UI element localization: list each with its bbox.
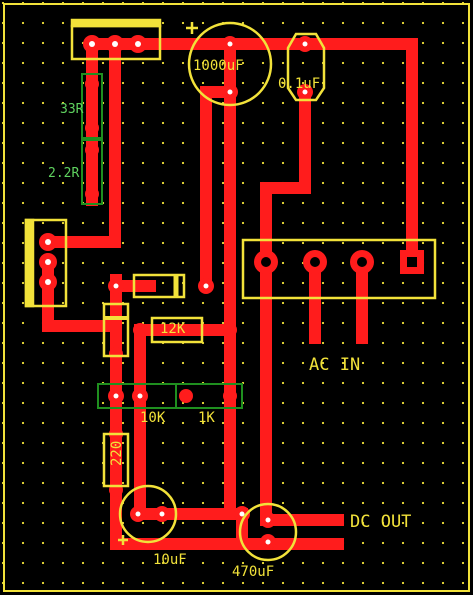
trace-connector-link [42, 38, 121, 248]
cap-0-1uf-outline [286, 32, 326, 102]
label-10uf: 10uF [153, 552, 187, 568]
label-12k: 12K [160, 321, 186, 337]
resistor-outlines-green [81, 73, 243, 409]
cap-470uf-outline [238, 502, 298, 562]
transistor-outline [102, 302, 130, 358]
left-connector-tab [24, 218, 35, 308]
polarity-marks [118, 22, 198, 545]
resistor-33r-outline [81, 73, 103, 139]
label-470uf: 470uF [232, 564, 275, 580]
label-220: 220 [109, 440, 125, 466]
trace-dc-out-upper [260, 256, 344, 526]
resistor-12k-outline [150, 316, 204, 344]
trace-cap-filter [260, 86, 311, 268]
pads [39, 35, 424, 550]
traces [42, 38, 418, 550]
silkscreen [24, 18, 437, 562]
trace-cap-main [200, 38, 236, 288]
label-33r: 33R [60, 102, 84, 117]
label-1000uf: 1000uF [193, 58, 244, 74]
top-connector-tab [70, 18, 162, 28]
board-outline [3, 3, 470, 592]
resistor-2-2r-outline [81, 139, 103, 205]
label-0-1uf: 0.1uF [278, 76, 321, 92]
cap-10uf-outline [118, 484, 178, 544]
trace-top-bus [86, 38, 418, 268]
label-1k: 1K [198, 410, 215, 426]
label-10k: 10K [140, 410, 166, 426]
resistor-1k-outline [175, 383, 243, 409]
diode-outline [132, 273, 186, 299]
label-ac-in: AC IN [309, 355, 361, 375]
resistor-220-outline [102, 432, 130, 488]
cap-1000uf-outline [187, 21, 273, 107]
bridge-rectifier-outline [241, 238, 437, 300]
label-dc-out: DC OUT [350, 512, 412, 532]
label-2-2r: 2.2R [48, 166, 80, 181]
